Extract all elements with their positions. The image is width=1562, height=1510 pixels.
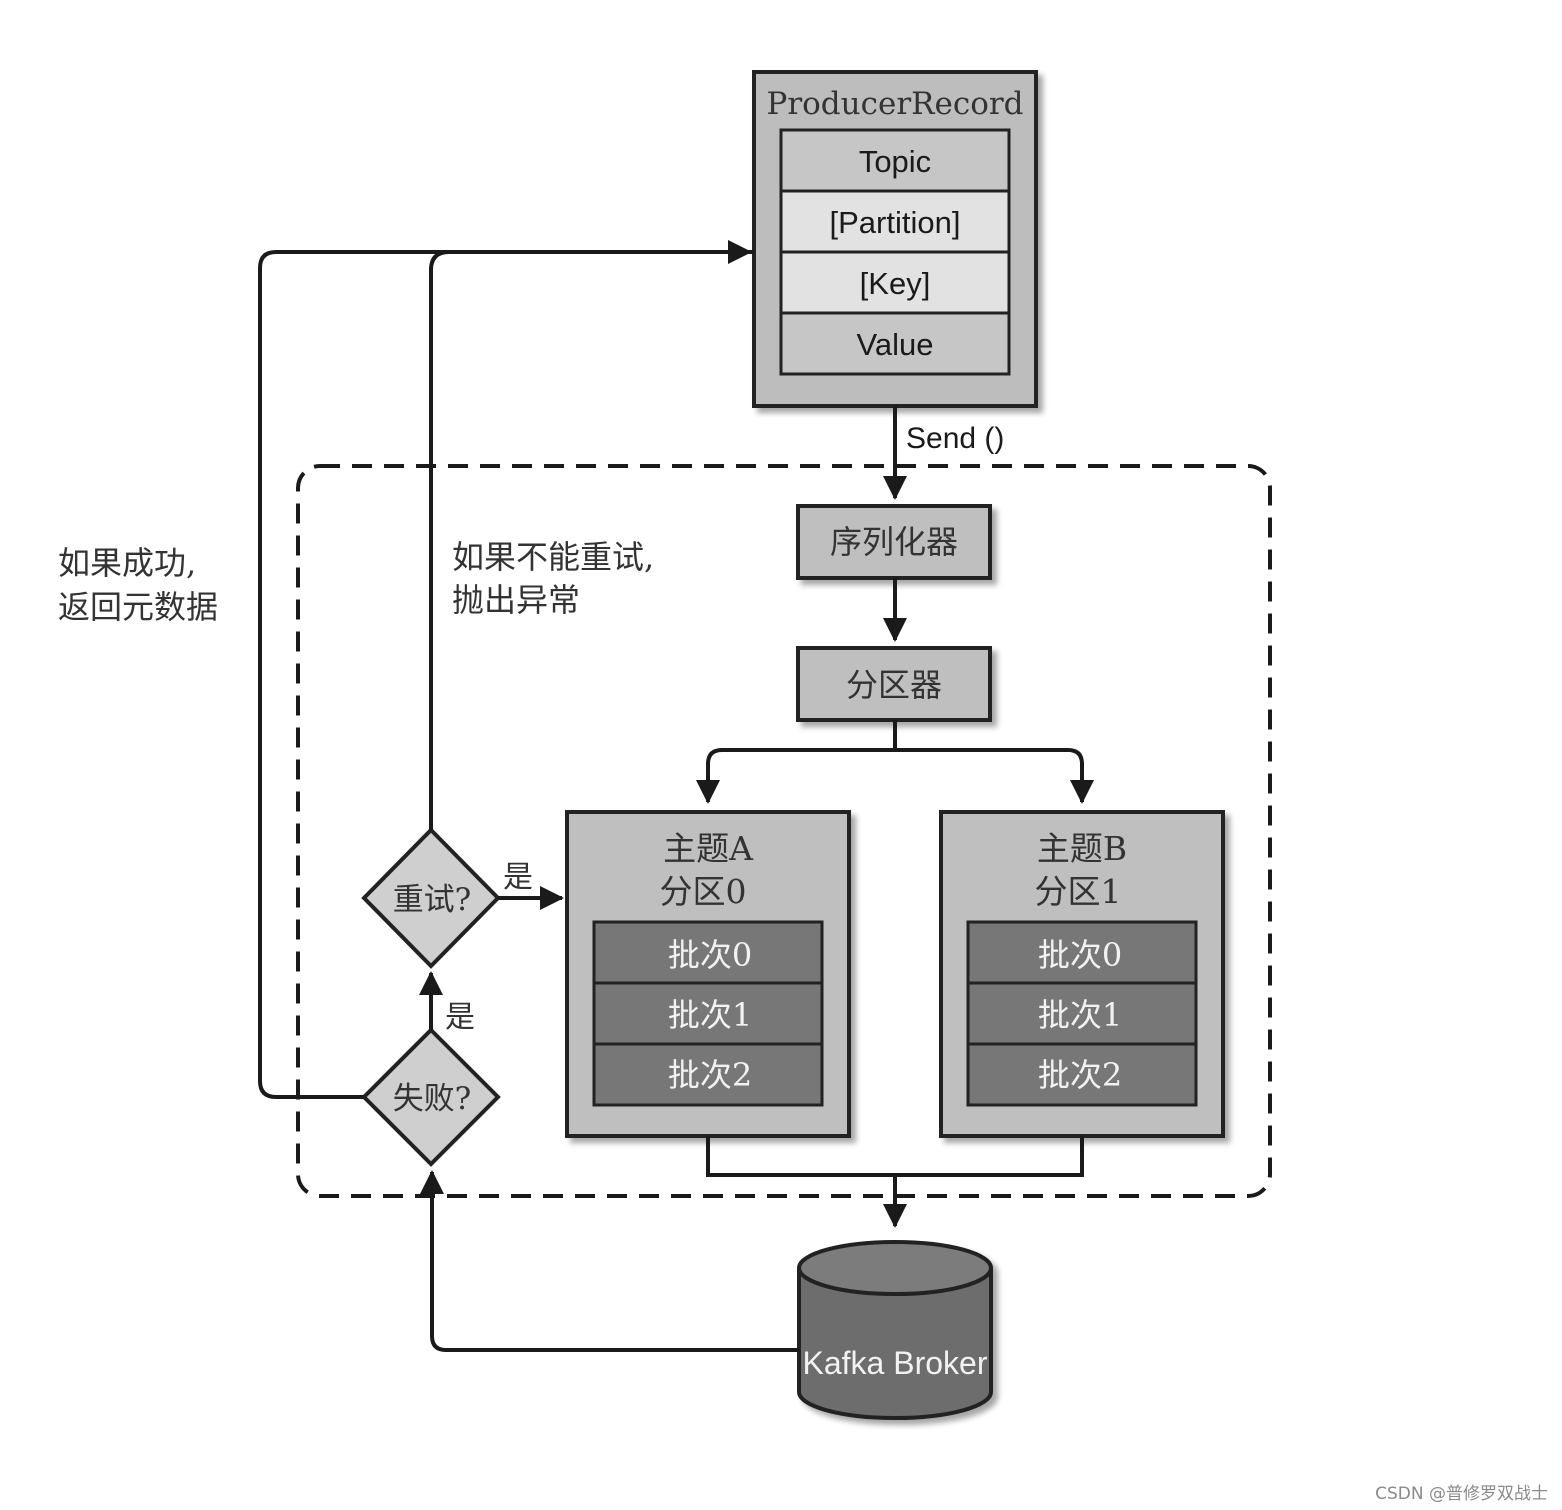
topic-b-batch-2-bg — [966, 1042, 1198, 1107]
topic-b-batch-0: 批次0 — [1038, 936, 1122, 974]
partitioner-box — [796, 646, 992, 722]
field-topic: Topic — [859, 144, 931, 179]
topic-a-batch-1: 批次1 — [668, 996, 752, 1034]
topic-b-batch-2: 批次2 — [1038, 1056, 1122, 1094]
partitioner-label: 分区器 — [846, 666, 942, 704]
producer-record: ProducerRecord Topic [Partition] [Key] V… — [752, 70, 1038, 408]
failed-decision-label: 失败? — [393, 1081, 472, 1117]
field-value-bg — [779, 311, 1011, 376]
success-note-line1: 如果成功, — [58, 544, 196, 582]
topic-a-batch-0-bg — [592, 920, 824, 985]
topic-b-batch-1-bg — [966, 981, 1198, 1046]
topic-b-title: 主题B — [1037, 829, 1127, 868]
field-value: Value — [857, 327, 934, 362]
watermark: CSDN @普修罗双战士 — [1375, 1484, 1548, 1504]
topic-b-batch-1: 批次1 — [1038, 996, 1122, 1034]
producer-boundary — [296, 464, 1272, 1198]
topics-merge-line — [706, 1136, 1084, 1177]
topic-a-partition: 分区0 — [660, 872, 747, 911]
topic-a-title: 主题A — [663, 829, 754, 868]
retry-decision-label: 重试? — [393, 882, 472, 918]
broker-to-failed-arrow — [420, 1170, 799, 1352]
broker-label: Kafka Broker — [803, 1345, 988, 1381]
success-return-arrow — [258, 240, 752, 1099]
topic-b-batch-0-bg — [966, 920, 1198, 985]
topic-b-panel: 主题B 分区1 批次0 批次1 批次2 — [939, 810, 1225, 1138]
serializer-box — [796, 504, 992, 580]
success-note-line2: 返回元数据 — [58, 588, 218, 626]
producer-record-title: ProducerRecord — [766, 86, 1023, 122]
field-key: [Key] — [860, 266, 931, 301]
field-partition: [Partition] — [830, 205, 961, 240]
send-label: Send () — [906, 422, 1004, 455]
field-topic-bg — [779, 128, 1011, 193]
failed-yes-label: 是 — [445, 1000, 475, 1035]
topic-a-batch-2: 批次2 — [668, 1056, 752, 1094]
noretry-note-line1: 如果不能重试, — [452, 538, 654, 576]
topic-b-partition: 分区1 — [1035, 872, 1122, 911]
kafka-broker-cylinder — [797, 1240, 993, 1420]
topic-a-batch-0: 批次0 — [668, 936, 752, 974]
noretry-note-line2: 抛出异常 — [452, 581, 580, 619]
failed-decision — [361, 1027, 501, 1167]
branch-to-topic-a — [696, 720, 897, 804]
retry-decision — [361, 827, 501, 969]
topic-a-batch-1-bg — [592, 981, 824, 1046]
branch-to-topic-b — [895, 748, 1094, 804]
topic-a-panel: 主题A 分区0 批次0 批次1 批次2 — [565, 810, 851, 1138]
serializer-label: 序列化器 — [830, 523, 958, 561]
topic-a-batch-2-bg — [592, 1042, 824, 1107]
retry-yes-label: 是 — [503, 860, 533, 895]
